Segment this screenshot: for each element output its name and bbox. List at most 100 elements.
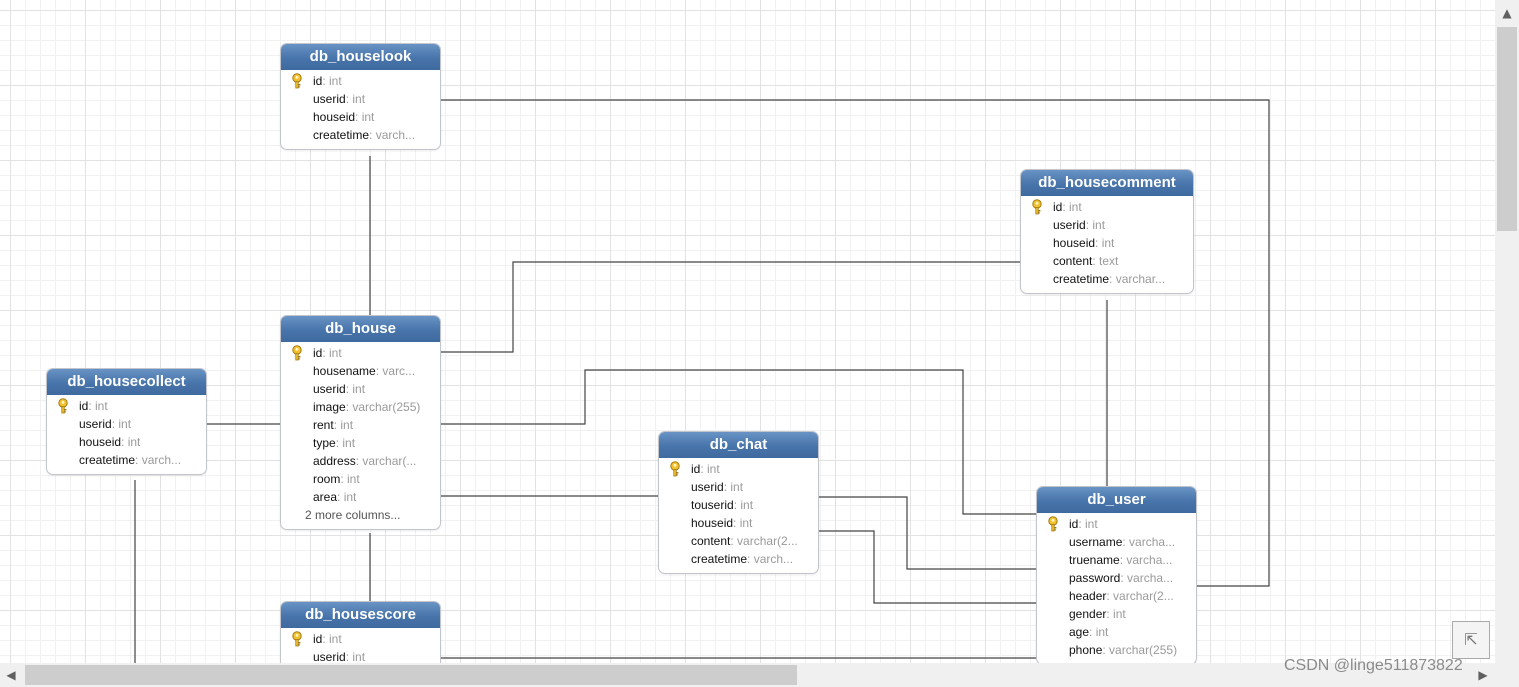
column-row[interactable]: id: int: [281, 72, 440, 90]
column-row[interactable]: userid: int: [47, 415, 206, 433]
column-name: age: [1069, 625, 1090, 639]
column-row[interactable]: houseid: int: [281, 108, 440, 126]
column-separator: :: [322, 632, 330, 646]
column-row[interactable]: userid: int: [281, 90, 440, 108]
column-separator: :: [1109, 272, 1116, 286]
column-type: int: [707, 462, 720, 476]
column-name: room: [313, 472, 341, 486]
column-row[interactable]: truename: varcha...: [1037, 551, 1196, 569]
scroll-left-arrow-icon[interactable]: ◀: [6, 668, 16, 682]
column-type: int: [95, 399, 108, 413]
fit-view-icon: ⇱: [1464, 630, 1478, 649]
column-row[interactable]: id: int: [281, 344, 440, 362]
column-name: createtime: [691, 552, 748, 566]
primary-key-icon: [290, 345, 304, 361]
column-separator: :: [135, 453, 142, 467]
rel-chat-user-2: [819, 530, 1036, 604]
column-separator: :: [1062, 200, 1070, 214]
column-row[interactable]: id: int: [47, 397, 206, 415]
column-name: area: [313, 490, 338, 504]
column-name: userid: [1053, 218, 1086, 232]
column-row[interactable]: createtime: varchar...: [1021, 270, 1193, 288]
column-row[interactable]: userid: int: [659, 478, 818, 496]
column-row[interactable]: touserid: int: [659, 496, 818, 514]
column-name: houseid: [79, 435, 122, 449]
column-separator: :: [369, 128, 376, 142]
column-separator: :: [747, 552, 754, 566]
column-separator: :: [1095, 236, 1102, 250]
column-separator: :: [322, 346, 330, 360]
column-type: varcha...: [1127, 571, 1174, 585]
column-row[interactable]: createtime: varch...: [47, 451, 206, 469]
column-row[interactable]: id: int: [1037, 515, 1196, 533]
column-type: int: [1092, 218, 1106, 232]
column-separator: :: [1089, 625, 1096, 639]
column-row[interactable]: userid: int: [1021, 216, 1193, 234]
column-row[interactable]: id: int: [659, 460, 818, 478]
column-name: userid: [691, 480, 724, 494]
column-row[interactable]: houseid: int: [47, 433, 206, 451]
column-row[interactable]: housename: varc...: [281, 362, 440, 380]
column-row[interactable]: password: varcha...: [1037, 569, 1196, 587]
more-columns-link[interactable]: 2 more columns...: [305, 508, 401, 522]
vertical-scroll-thumb[interactable]: [1497, 27, 1517, 231]
column-name: userid: [313, 650, 346, 663]
column-type: int: [1095, 625, 1109, 639]
column-row[interactable]: createtime: varch...: [659, 550, 818, 568]
column-name: housename: [313, 364, 376, 378]
column-row[interactable]: createtime: varch...: [281, 126, 440, 144]
column-separator: :: [121, 435, 128, 449]
horizontal-scroll-thumb[interactable]: [25, 665, 797, 685]
scroll-right-arrow-icon[interactable]: ▶: [1478, 668, 1488, 682]
column-separator: :: [340, 472, 348, 486]
column-row[interactable]: image: varchar(255): [281, 398, 440, 416]
column-name: image: [313, 400, 346, 414]
column-row[interactable]: room: int: [281, 470, 440, 488]
column-type: int: [352, 650, 366, 663]
column-name: content: [691, 534, 731, 548]
column-name: userid: [79, 417, 112, 431]
scroll-up-arrow-icon[interactable]: ▲: [1502, 6, 1512, 20]
column-row[interactable]: content: varchar(2...: [659, 532, 818, 550]
table-title: db_chat: [659, 432, 818, 458]
column-row[interactable]: content: text: [1021, 252, 1193, 270]
column-name: id: [79, 399, 89, 413]
column-row[interactable]: userid: int: [281, 648, 440, 663]
column-row[interactable]: id: int: [281, 630, 440, 648]
column-row[interactable]: id: int: [1021, 198, 1193, 216]
column-row[interactable]: header: varchar(2...: [1037, 587, 1196, 605]
table-title: db_housecomment: [1021, 170, 1193, 196]
column-type: varchar(255): [1109, 643, 1178, 657]
column-row[interactable]: userid: int: [281, 380, 440, 398]
column-row[interactable]: houseid: int: [1021, 234, 1193, 252]
fit-view-button[interactable]: ⇱: [1452, 621, 1490, 659]
column-type: int: [352, 92, 366, 106]
column-row[interactable]: rent: int: [281, 416, 440, 434]
column-row[interactable]: age: int: [1037, 623, 1196, 641]
column-row[interactable]: gender: int: [1037, 605, 1196, 623]
column-type: varchar(255): [352, 400, 421, 414]
column-name: rent: [313, 418, 334, 432]
table-title: db_user: [1037, 487, 1196, 513]
rel-houselook-user: [441, 99, 1270, 587]
column-type: int: [739, 516, 753, 530]
column-row[interactable]: phone: varchar(255): [1037, 641, 1196, 659]
column-row[interactable]: area: int: [281, 488, 440, 506]
column-row[interactable]: username: varcha...: [1037, 533, 1196, 551]
column-name: houseid: [1053, 236, 1096, 250]
column-row[interactable]: type: int: [281, 434, 440, 452]
column-row[interactable]: address: varchar(...: [281, 452, 440, 470]
column-row[interactable]: houseid: int: [659, 514, 818, 532]
column-type: varch...: [375, 128, 416, 142]
